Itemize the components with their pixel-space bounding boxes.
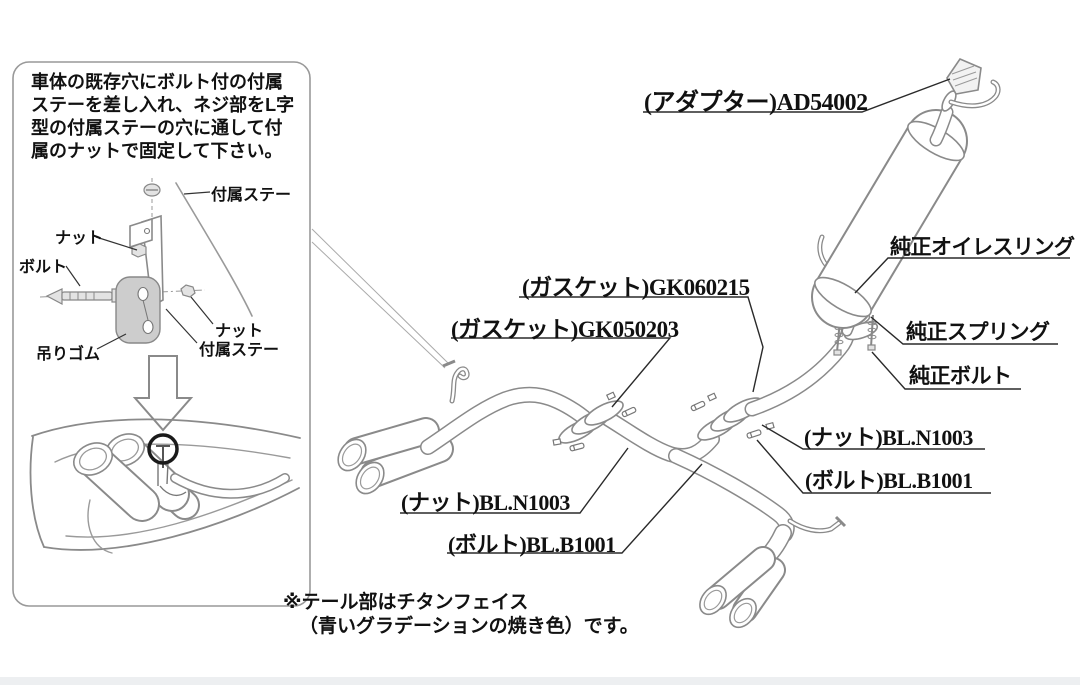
car-bumper-art xyxy=(29,418,301,554)
label-oem-bolt: 純正ボルト xyxy=(909,364,1012,388)
label-oem-spring: 純正スプリング xyxy=(906,320,1050,344)
main-exhaust-art xyxy=(311,58,1001,629)
label-bolt-right: (ボルト)BL.B1001 xyxy=(805,468,973,493)
front-tail-pipe xyxy=(337,359,598,495)
label-bolt-left: (ボルト)BL.B1001 xyxy=(448,532,616,557)
label-bolt-inset: ボルト xyxy=(19,259,68,276)
front-flange-joint xyxy=(558,400,624,444)
label-nut-upper: ナット xyxy=(55,230,104,247)
adapter-part xyxy=(946,58,982,95)
label-gasket-rear: (ガスケット)GK060215 xyxy=(522,275,750,300)
bolt-glyphs xyxy=(552,391,775,452)
label-nut-right: (ナット)BL.N1003 xyxy=(804,425,973,450)
hanger-detail-art xyxy=(39,178,253,344)
leader-lines xyxy=(400,78,1070,554)
rear-tail-pipe xyxy=(699,515,847,629)
inset-leader-lines xyxy=(65,191,214,350)
label-stay-bottom: 付属ステー xyxy=(199,342,280,359)
label-nut-left: (ナット)BL.N1003 xyxy=(401,490,570,515)
footnote-line2: （青いグラデーションの焼き色）です。 xyxy=(299,616,639,637)
highlight-circle xyxy=(147,433,179,465)
footnote-line1: ※テール部はチタンフェイス xyxy=(283,592,529,613)
mid-pipe xyxy=(744,325,856,417)
label-oem-oiless-ring: 純正オイレスリング xyxy=(890,235,1075,259)
label-gasket-front: (ガスケット)GK050203 xyxy=(451,317,679,342)
label-rubber-hanger: 吊りゴム xyxy=(36,346,101,363)
muffler xyxy=(811,58,1001,337)
label-stay-top: 付属ステー xyxy=(211,187,292,204)
label-adapter: (アダプター)AD54002 xyxy=(644,90,868,116)
bottom-strip xyxy=(0,677,1080,685)
label-nut-lower: ナット xyxy=(215,323,264,340)
down-arrow xyxy=(132,355,194,432)
instruction-text: 車体の既存穴にボルト付の付属 ステーを差し入れ、ネジ部をL字 型の付属ステーの穴… xyxy=(31,72,295,161)
